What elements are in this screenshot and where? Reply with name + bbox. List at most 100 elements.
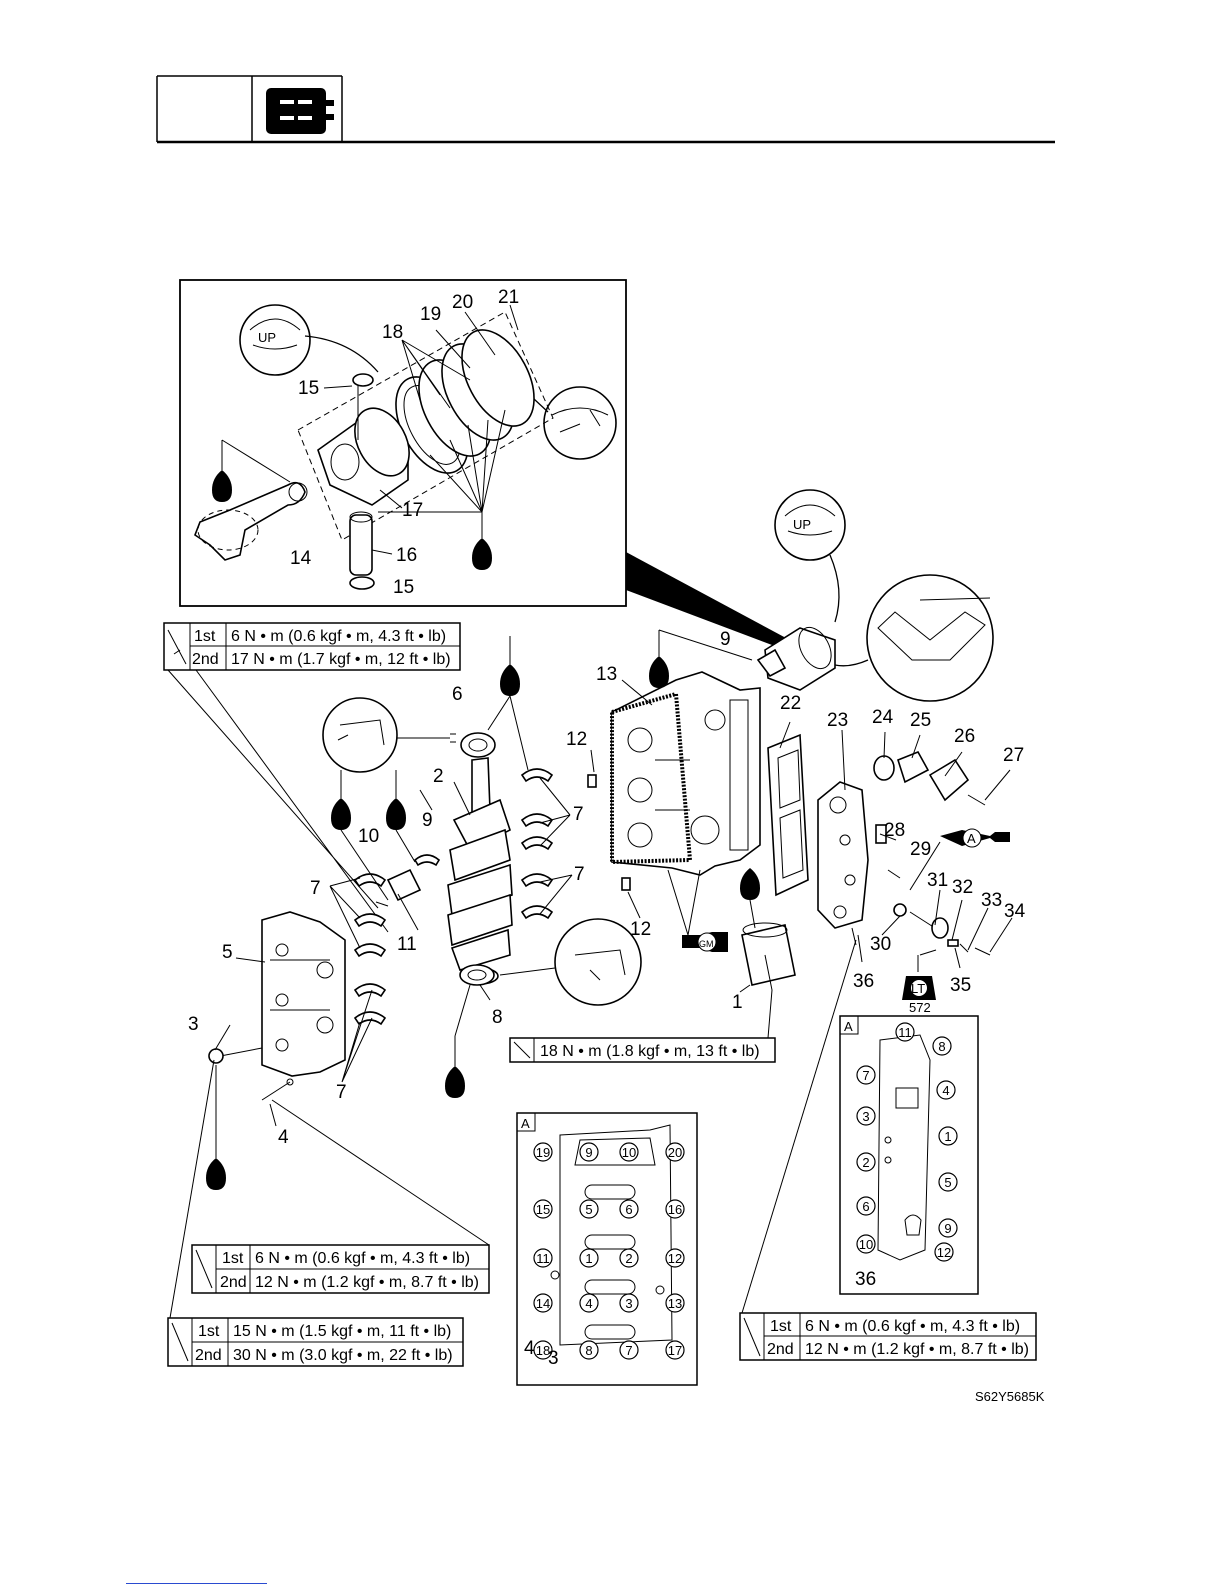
svg-text:7: 7: [573, 804, 584, 825]
seal-detail-lower: [554, 918, 642, 1006]
sequence-number: [665, 1293, 685, 1313]
sequence-number: [579, 1199, 599, 1219]
piston-detail-right: UP: [756, 489, 994, 702]
sequence-number-label: 2: [625, 1251, 632, 1266]
svg-text:E: E: [216, 484, 225, 499]
engine-oil-icon: E: [487, 636, 529, 771]
svg-text:E: E: [210, 1171, 219, 1186]
svg-text:13: 13: [596, 664, 617, 685]
callout-20: 20: [452, 292, 473, 313]
svg-text:1st: 1st: [770, 1318, 792, 1335]
svg-text:32: 32: [952, 877, 973, 898]
svg-text:5: 5: [222, 942, 233, 963]
sequence-number-label: 19: [536, 1145, 550, 1160]
svg-text:36: 36: [853, 971, 874, 992]
svg-text:4: 4: [278, 1127, 289, 1148]
sequence-number: [665, 1199, 685, 1219]
sequence-number-label: 12: [937, 1245, 951, 1260]
oil-seal-lower: [459, 964, 495, 986]
svg-text:2nd: 2nd: [767, 1341, 794, 1358]
callout-19: 19: [420, 304, 441, 325]
sequence-number-label: 7: [862, 1068, 869, 1083]
sequence-number-label: 2: [862, 1155, 869, 1170]
sequence-number-label: 6: [862, 1199, 869, 1214]
engine-oil-icon: E: [386, 770, 416, 863]
svg-text:3: 3: [548, 1348, 559, 1369]
svg-text:26: 26: [954, 726, 975, 747]
sequence-number-label: 9: [944, 1221, 951, 1236]
sequence-number-label: 11: [536, 1251, 550, 1266]
svg-text:E: E: [390, 811, 399, 826]
torque-wrench-icon: [743, 1317, 761, 1357]
svg-text:34: 34: [1004, 901, 1026, 922]
torque-table-3: 1st 6 N • m (0.6 kgf • m, 4.3 ft • lb) 2…: [191, 1099, 490, 1294]
svg-text:7: 7: [574, 864, 585, 885]
piston-top-detail: [239, 304, 311, 376]
svg-text:6 N • m (0.6 kgf • m, 4.3 ft •: 6 N • m (0.6 kgf • m, 4.3 ft • lb): [231, 628, 446, 645]
svg-text:UP: UP: [793, 517, 811, 532]
callout-16: 16: [396, 545, 417, 566]
svg-text:E: E: [335, 811, 344, 826]
svg-text:E: E: [744, 881, 753, 896]
exhaust-cover: [817, 750, 991, 956]
svg-text:E: E: [653, 669, 662, 684]
crankcase: [208, 911, 346, 1101]
torque-wrench-icon: [167, 629, 187, 665]
sequence-number-label: 9: [585, 1145, 592, 1160]
svg-text:17 N • m (1.7 kgf • m, 12 ft •: 17 N • m (1.7 kgf • m, 12 ft • lb): [231, 651, 451, 668]
sequence-number-label: 12: [668, 1251, 682, 1266]
engine-oil-icon: E: [212, 470, 232, 502]
svg-text:36: 36: [855, 1269, 876, 1290]
sequence-number: [619, 1199, 639, 1219]
callout-15: 15: [298, 378, 319, 399]
svg-text:A: A: [967, 831, 976, 846]
sequence-number: [938, 1218, 958, 1238]
sequence-number: [856, 1234, 876, 1254]
torque-wrench-icon: [171, 1322, 189, 1362]
engine-oil-icon: E: [331, 770, 389, 901]
sequence-number-label: 18: [536, 1343, 550, 1358]
sequence-number-label: 8: [585, 1343, 592, 1358]
callout-21: 21: [498, 287, 519, 308]
svg-text:12 N • m (1.2 kgf • m, 8.7 ft: 12 N • m (1.2 kgf • m, 8.7 ft • lb): [805, 1341, 1029, 1358]
sequence-number: [665, 1142, 685, 1162]
piston-inset: UP: [179, 279, 786, 648]
sequence-number: [533, 1293, 553, 1313]
svg-text:6 N • m (0.6 kgf • m, 4.3 ft •: 6 N • m (0.6 kgf • m, 4.3 ft • lb): [805, 1318, 1020, 1335]
torque-table-2: 18 N • m (1.8 kgf • m, 13 ft • lb): [509, 954, 776, 1063]
svg-text:2nd: 2nd: [195, 1347, 222, 1364]
svg-text:15 N • m (1.5 kgf • m, 11 ft •: 15 N • m (1.5 kgf • m, 11 ft • lb): [233, 1323, 451, 1340]
sequence-number: [938, 1126, 958, 1146]
sequence-number: [619, 1142, 639, 1162]
sequence-number-label: 4: [585, 1296, 592, 1311]
sequence-number-label: 13: [668, 1296, 682, 1311]
svg-text:GM: GM: [699, 939, 714, 949]
svg-text:7: 7: [336, 1082, 347, 1103]
svg-text:24: 24: [872, 707, 894, 728]
sequence-number: [665, 1248, 685, 1268]
svg-text:25: 25: [910, 710, 931, 731]
oil-seal-upper: [460, 732, 496, 758]
svg-text:6: 6: [452, 684, 463, 705]
svg-text:LT: LT: [911, 981, 925, 996]
svg-text:2nd: 2nd: [220, 1274, 247, 1291]
sequence-number-label: 1: [585, 1251, 592, 1266]
svg-text:29: 29: [910, 839, 931, 860]
callout-labels: 9 13 6 22 23 24 25 26 27 12 2 7 10 9 28 …: [188, 629, 1026, 1148]
sequence-number: [533, 1142, 553, 1162]
sequence-number: [579, 1293, 599, 1313]
svg-text:35: 35: [950, 975, 971, 996]
svg-text:27: 27: [1003, 745, 1024, 766]
svg-text:30: 30: [870, 934, 891, 955]
svg-text:23: 23: [827, 710, 848, 731]
svg-text:E: E: [504, 677, 513, 692]
svg-text:28: 28: [884, 820, 905, 841]
svg-text:E: E: [449, 1079, 458, 1094]
sequence-number: [856, 1152, 876, 1172]
svg-text:3: 3: [188, 1014, 199, 1035]
sequence-number-label: 3: [862, 1109, 869, 1124]
sequence-number-label: 17: [668, 1343, 682, 1358]
svg-text:UP: UP: [258, 330, 276, 345]
callout-15b: 15: [393, 577, 414, 598]
sequence-number: [579, 1248, 599, 1268]
